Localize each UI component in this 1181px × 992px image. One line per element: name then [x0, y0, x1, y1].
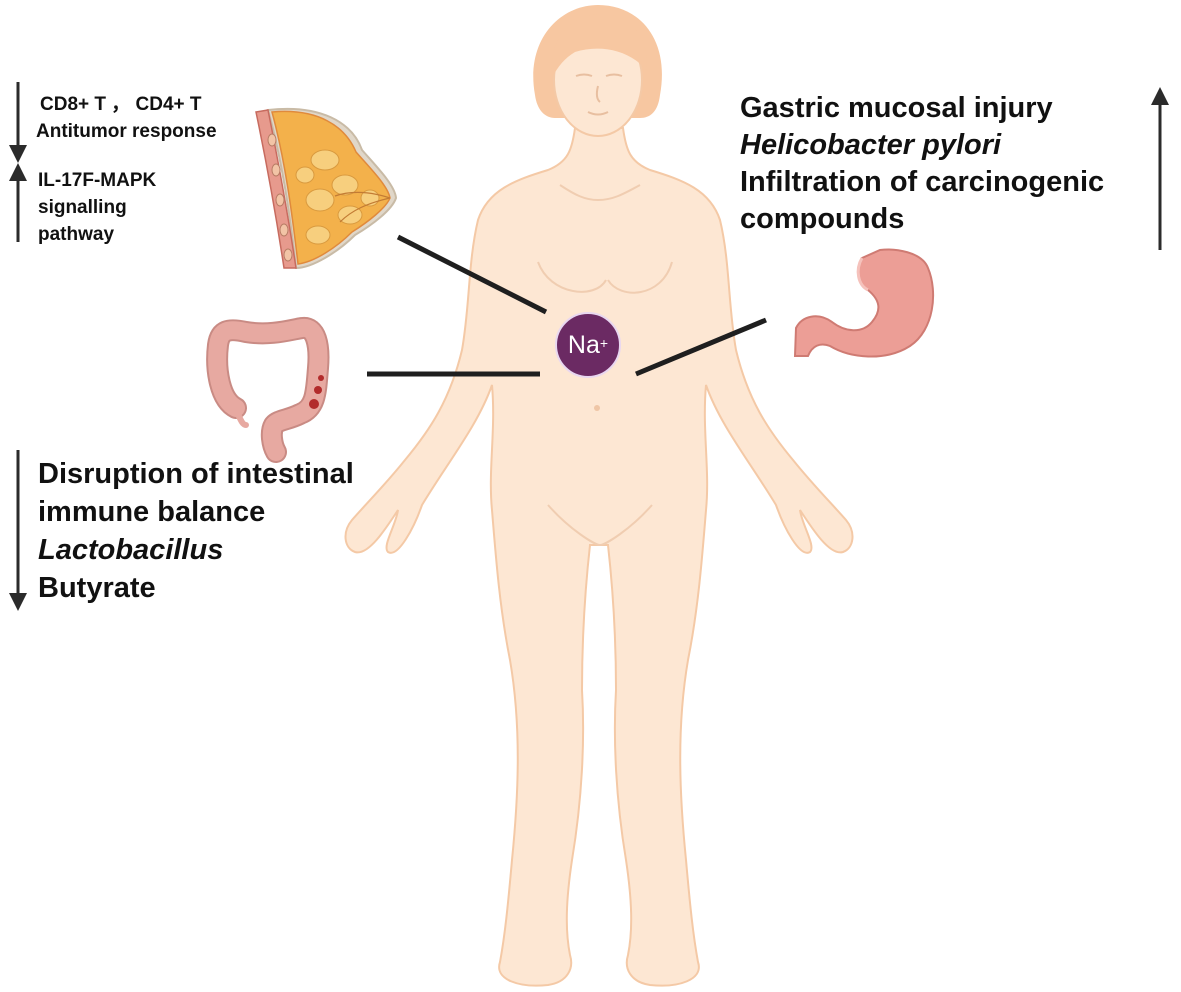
- breast-decreased-line-2: Antitumor response: [36, 121, 217, 142]
- stomach-line-2: Helicobacter pylori: [740, 129, 1002, 161]
- human-body-icon: [344, 5, 854, 987]
- breast-tissue-icon: [255, 107, 398, 270]
- stomach-line-3: Infiltration of carcinogenic: [740, 166, 1105, 198]
- breast-connector: [396, 234, 548, 315]
- colon-icon: [206, 317, 330, 463]
- breast-decreased-line-1: CD8+ T ， CD4+ T: [40, 94, 202, 115]
- stomach-connector: [635, 317, 767, 377]
- stomach-line-1: Gastric mucosal injury: [740, 92, 1053, 124]
- stomach-line-4: compounds: [740, 203, 905, 235]
- sodium-charge: +: [599, 335, 609, 351]
- breast-increased-line-3: pathway: [38, 224, 115, 245]
- colon-line-4: Butyrate: [38, 572, 156, 604]
- sodium-symbol: Na: [567, 330, 600, 359]
- connectors: [367, 234, 767, 377]
- colon-line-2: immune balance: [38, 496, 266, 528]
- body-silhouette: [344, 127, 854, 987]
- breast-increased-line-1: IL-17F-MAPK: [38, 170, 157, 191]
- colon-line-1: Disruption of intestinal: [38, 458, 354, 490]
- sodium-ion-circle: [555, 312, 621, 378]
- colon-line-3: Lactobacillus: [38, 534, 224, 566]
- stomach-icon: [793, 248, 935, 358]
- sodium-ion-label: Na+: [555, 312, 621, 378]
- hair-fringe: [551, 14, 647, 78]
- breast-increased-line-2: signalling: [38, 197, 127, 218]
- arrows: [9, 82, 1169, 611]
